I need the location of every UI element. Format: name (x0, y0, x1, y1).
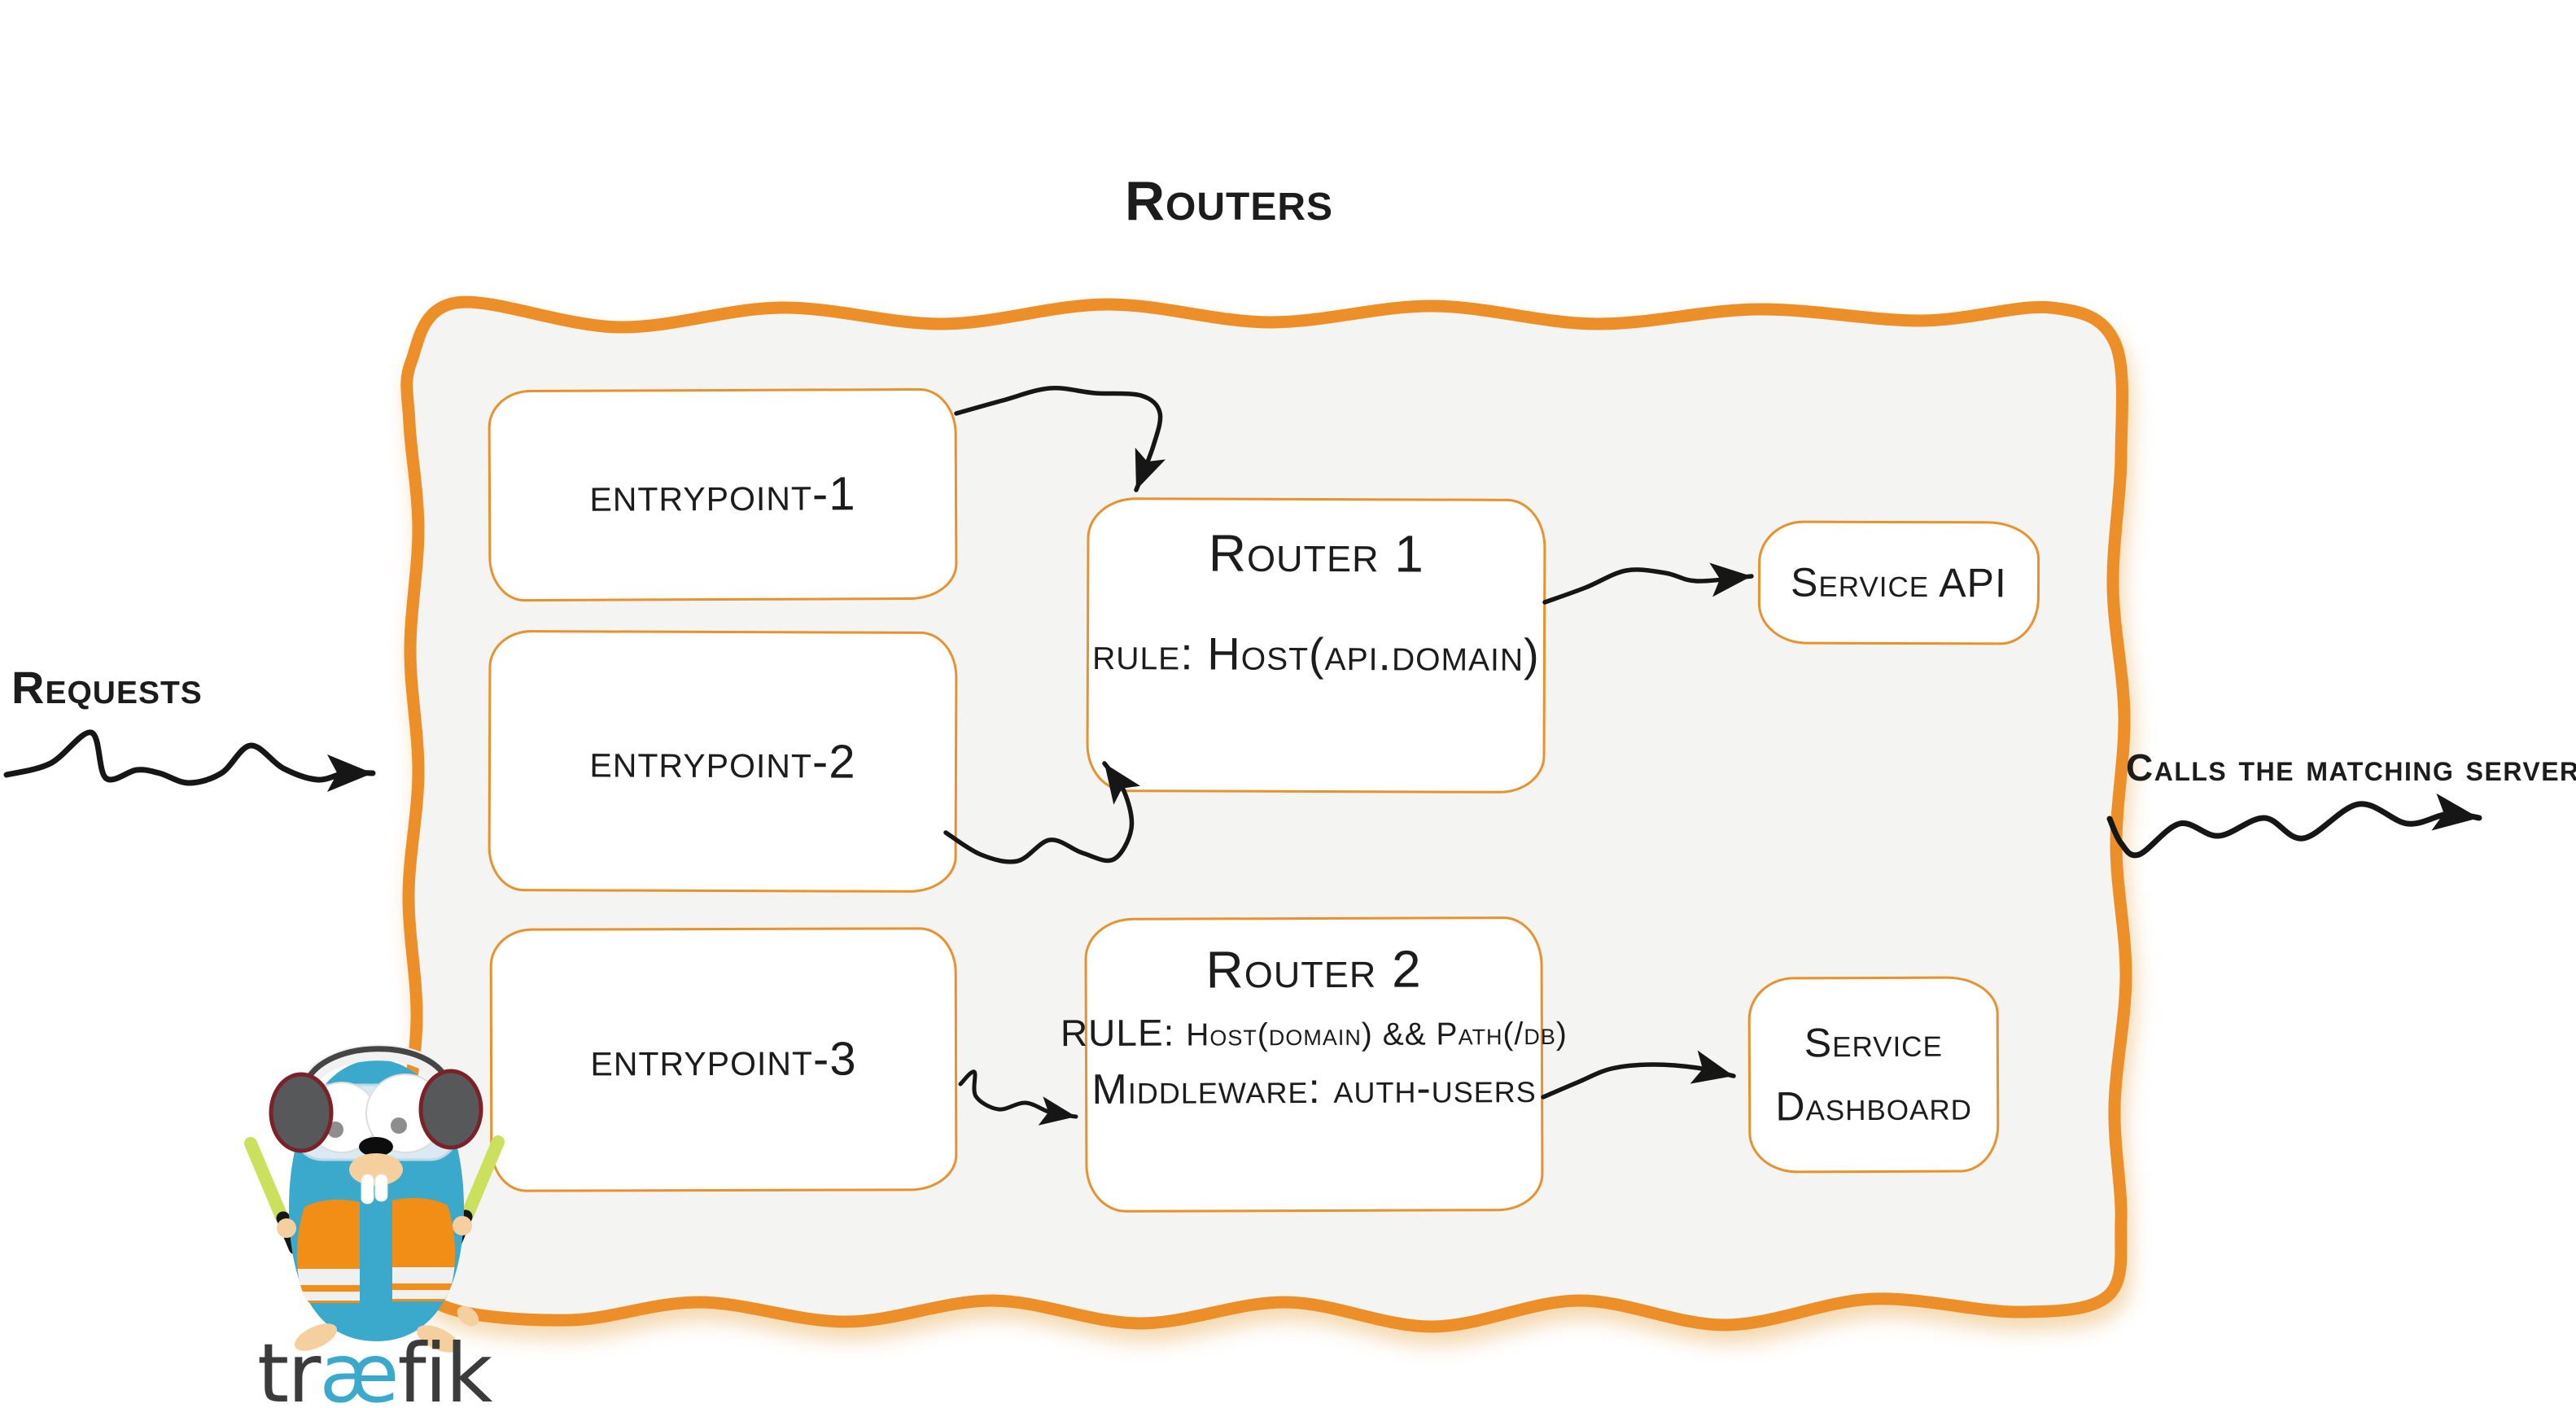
router-2-rule: RULE: Host(domain) && Path(/db) (1061, 1010, 1568, 1055)
calls-matching-server-label: Calls the matching server (2126, 746, 2576, 789)
router-2-middleware-label: Middleware: (1091, 1065, 1322, 1114)
wordmark-fik: fik (397, 1326, 493, 1408)
gopher-safety-vest (296, 1197, 456, 1303)
wordmark-tr: tr (257, 1326, 321, 1408)
traefik-wordmark: træfik (257, 1333, 492, 1408)
arrow-calls-matching-server (2106, 793, 2482, 859)
service-dashboard-label-line2: Dashboard (1775, 1082, 1973, 1130)
arrow-entrypoint1-to-router1-head (1135, 448, 1166, 490)
service-dashboard-node: Service Dashboard (1747, 976, 2000, 1174)
service-dashboard-label-line1: Service (1804, 1019, 1943, 1066)
arrow-router1-to-service-api-head (1709, 562, 1752, 597)
entrypoint-1-node: entrypoint-1 (488, 387, 958, 602)
arrow-requests (3, 729, 376, 792)
router-1-rule-label: rule: (1092, 627, 1194, 680)
entrypoint-3-node: entrypoint-3 (489, 927, 958, 1192)
gopher-muzzle (349, 1153, 403, 1186)
arrow-calls-matching-server-head (2431, 793, 2479, 831)
router-2-middleware-value: auth-users (1333, 1065, 1537, 1113)
glow-stick-left-icon (244, 1137, 303, 1255)
router-1-rule-value: Host(api.domain) (1207, 627, 1540, 681)
gopher-headphones (269, 1044, 483, 1153)
router-1-title: Router 1 (1208, 523, 1425, 584)
gopher-tooth-right (374, 1174, 388, 1202)
arrow-entrypoint3-to-router2-head (1038, 1096, 1076, 1126)
gopher-nose (359, 1137, 393, 1157)
entrypoint-2-label: entrypoint-2 (589, 734, 856, 789)
gopher-hand-right (453, 1216, 472, 1235)
service-api-label: Service API (1791, 559, 2007, 606)
gopher-body (289, 1060, 464, 1341)
router-2-node: Router 2 RULE: Host(domain) && Path(/db)… (1061, 916, 1568, 1213)
gopher-hand-left (277, 1218, 296, 1238)
entrypoint-3-label: entrypoint-3 (590, 1032, 857, 1087)
entrypoint-1-label: entrypoint-1 (589, 467, 856, 522)
router-2-rule-label: RULE: (1060, 1011, 1175, 1055)
entrypoint-2-node: entrypoint-2 (488, 629, 958, 894)
service-api-node: Service API (1757, 520, 2040, 645)
router-2-title: Router 2 (1205, 939, 1422, 999)
requests-label: Requests (11, 662, 203, 713)
gopher-goggles (293, 1073, 459, 1161)
gopher-tooth-left (361, 1174, 374, 1205)
arrow-entrypoint3-to-router2 (958, 1069, 1078, 1126)
router-2-rule-value: Host(domain) && Path(/db) (1186, 1017, 1568, 1053)
router-1-rule: rule: Host(api.domain) (1092, 627, 1540, 681)
wordmark-ae: æ (319, 1326, 399, 1408)
arrow-router1-to-service-api (1542, 562, 1754, 605)
page-title: Routers (1124, 170, 1334, 232)
router-1-node: Router 1 rule: Host(api.domain) (1086, 497, 1546, 794)
arrow-router2-to-service-dashboard (1541, 1050, 1736, 1100)
router-2-middleware: Middleware: auth-users (1091, 1065, 1536, 1115)
traefik-gopher-mascot-icon (244, 1044, 505, 1353)
arrow-router2-to-service-dashboard-head (1690, 1050, 1734, 1084)
arrow-entrypoint1-to-router1 (954, 386, 1166, 492)
arrow-requests-head (327, 754, 373, 792)
